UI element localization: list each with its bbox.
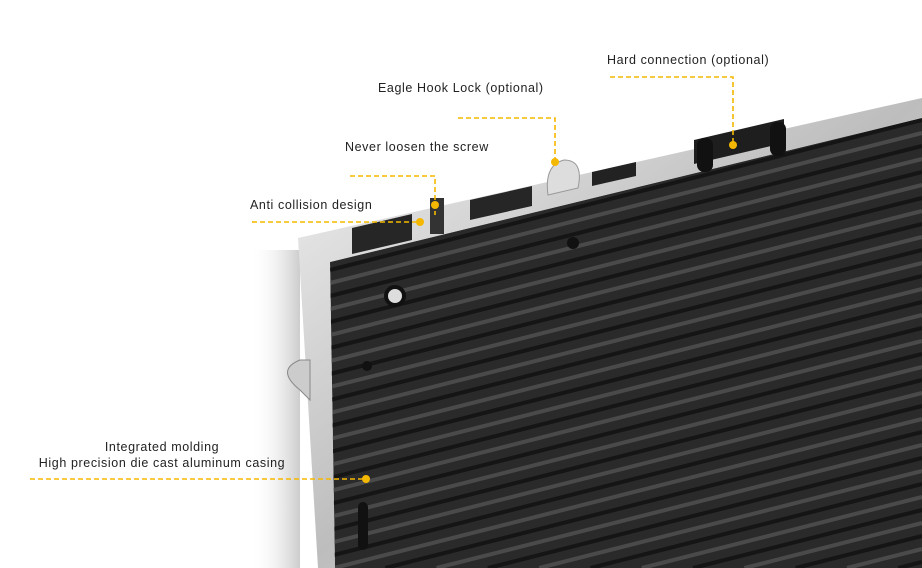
- eagle-hook-lock: [546, 159, 580, 196]
- side-hook: [287, 359, 311, 402]
- rib-line: [330, 300, 922, 454]
- rib-line: [330, 222, 922, 376]
- rib-line: [330, 404, 922, 558]
- rib-line: [436, 443, 922, 568]
- label-eagle-hook-lock: Eagle Hook Lock (optional): [378, 81, 544, 95]
- rib-line: [330, 248, 922, 402]
- rib-line: [846, 547, 922, 568]
- rib-line: [589, 482, 922, 568]
- rib-line: [330, 131, 922, 285]
- rib-line: [330, 196, 922, 350]
- rib-line: [330, 209, 922, 363]
- panel-back-ribs: [330, 118, 922, 568]
- label-screw: Never loosen the screw: [345, 140, 489, 154]
- rib-line: [897, 560, 922, 568]
- rib-line: [330, 352, 922, 506]
- label-molding-line2: High precision die cast aluminum casing: [38, 456, 286, 470]
- rib-line: [330, 391, 922, 545]
- rib-line: [330, 326, 922, 480]
- hard-connection-block: [694, 119, 784, 164]
- panel-shadow: [250, 250, 300, 568]
- rib-line: [330, 235, 922, 389]
- label-molding-line1: Integrated molding: [104, 440, 220, 454]
- rib-line: [330, 144, 922, 298]
- rib-line: [330, 313, 922, 467]
- rib-line: [487, 456, 922, 568]
- rib-line: [330, 183, 922, 337]
- rib-line: [795, 534, 922, 568]
- rib-line: [692, 508, 922, 568]
- callout-dots: [362, 141, 737, 483]
- rib-line: [333, 417, 922, 568]
- leader-lines: [30, 76, 734, 480]
- rib-line: [330, 157, 922, 311]
- rib-line: [743, 521, 922, 568]
- rib-line: [330, 365, 922, 519]
- rib-line: [330, 118, 922, 272]
- label-anti-collision: Anti collision design: [250, 198, 373, 212]
- rib-line: [330, 274, 922, 428]
- rib-line: [538, 469, 922, 568]
- rib-line: [330, 339, 922, 493]
- rib-line: [384, 430, 922, 568]
- rib-line: [330, 261, 922, 415]
- rib-line: [330, 287, 922, 441]
- label-hard-connection: Hard connection (optional): [607, 53, 770, 67]
- label-integrated-molding: Integrated molding High precision die ca…: [12, 439, 312, 471]
- rib-line: [330, 170, 922, 324]
- rib-line: [641, 495, 922, 568]
- rib-line: [330, 378, 922, 532]
